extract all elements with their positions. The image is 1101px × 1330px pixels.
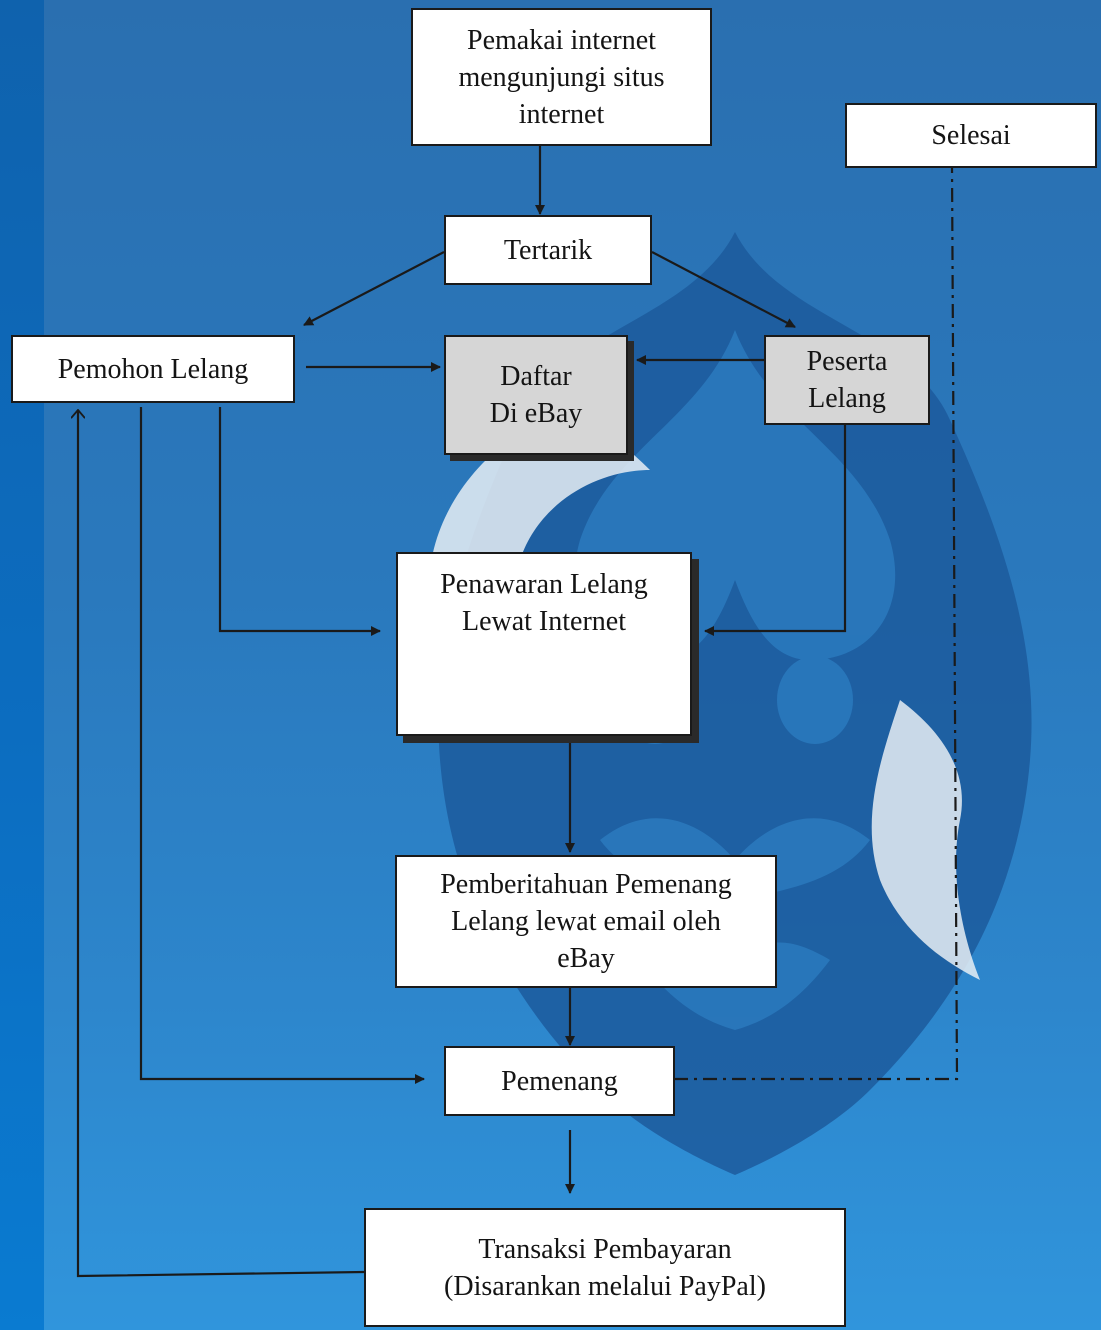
- node-pemenang-label: Pemenang: [501, 1065, 618, 1097]
- node-pemohon-lelang: Pemohon Lelang: [11, 335, 295, 403]
- edge-pemenang-selesai: [674, 166, 959, 1081]
- node-pemberitahuan-label: Pemberitahuan Pemenang Lelang lewat emai…: [440, 869, 732, 974]
- node-pemenang: Pemenang: [444, 1046, 675, 1116]
- node-transaksi-pembayaran: Transaksi Pembayaran (Disarankan melalui…: [364, 1208, 846, 1327]
- node-selesai-label: Selesai: [931, 120, 1011, 151]
- edge-pemohon-penawaran: [218, 407, 381, 636]
- node-penawaran-label: Penawaran Lelang Lewat Internet: [440, 569, 648, 637]
- left-accent-strip: [0, 0, 44, 1330]
- node-transaksi-label: Transaksi Pembayaran (Disarankan melalui…: [444, 1233, 766, 1302]
- node-daftar-ebay: Daftar Di eBay: [444, 335, 628, 455]
- node-pemohon-label: Pemohon Lelang: [57, 353, 249, 385]
- node-peserta-lelang: Peserta Lelang: [764, 335, 930, 425]
- node-pemakai-label: Pemakai internet mengunjungi situs inter…: [458, 24, 665, 130]
- node-peserta-label: Peserta Lelang: [806, 346, 888, 414]
- node-tertarik: Tertarik: [444, 215, 652, 285]
- node-selesai: Selesai: [845, 103, 1097, 168]
- node-pemakai-internet: Pemakai internet mengunjungi situs inter…: [411, 8, 712, 146]
- edge-transaksi-pemohon: [78, 410, 365, 1278]
- edge-tertarik-pemohon: [303, 251, 445, 326]
- node-tertarik-label: Tertarik: [503, 234, 593, 266]
- node-daftar-label: Daftar Di eBay: [489, 361, 583, 429]
- edge-tertarik-peserta: [651, 251, 796, 328]
- edge-peserta-penawaran: [704, 424, 847, 636]
- node-pemberitahuan-pemenang: Pemberitahuan Pemenang Lelang lewat emai…: [395, 855, 777, 988]
- edge-pemohon-pemenang: [139, 407, 425, 1084]
- node-penawaran-lelang: Penawaran Lelang Lewat Internet: [396, 552, 692, 736]
